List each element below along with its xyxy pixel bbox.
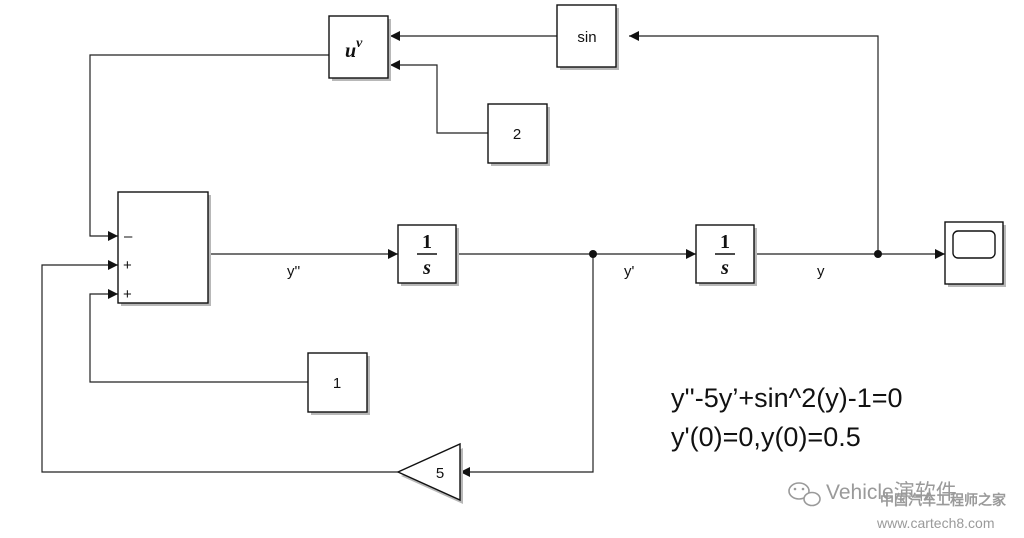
branch-point-yd [589,250,597,258]
scope-screen-icon [952,230,996,259]
wire-y-to-sin[interactable] [629,31,879,254]
constant-1-block[interactable]: 1 [307,352,370,415]
equation-line-2: y'(0)=0,y(0)=0.5 [671,422,861,452]
integrator-1-denominator: s [422,257,431,279]
wechat-logo-icon [788,482,821,507]
constant-2-label: 2 [513,126,521,143]
sin-block[interactable]: sin [556,4,619,70]
svg-text:uv: uv [345,36,363,62]
watermark-line-2: 中国汽车工程师之家 [880,492,1007,508]
watermark-line-1: Vehicle演软件 [826,481,957,504]
sum-sign-minus: – [124,228,133,245]
wire-gain-to-sum[interactable] [41,260,398,473]
gain-block[interactable]: 5 [396,442,463,504]
integrator-1-block[interactable]: 1 s [397,224,459,286]
branch-point-y [874,250,882,258]
integrator-2-block[interactable]: 1 s [695,224,757,286]
scope-block[interactable] [944,221,1006,287]
sum-sign-plus-2: + [123,286,132,303]
sum-block[interactable]: – + + [117,191,211,306]
watermark-line-3: www.cartech8.com [876,515,994,531]
integrator-2-numerator: 1 [720,231,730,253]
sin-block-label: sin [577,29,596,46]
constant-1-label: 1 [333,375,341,392]
wire-yd-to-gain[interactable] [460,254,594,477]
wire-const2-to-pow[interactable] [390,60,488,134]
wire-pow-to-sum[interactable] [89,54,329,241]
integrator-2-denominator: s [720,257,729,279]
integrator-1-numerator: 1 [422,231,432,253]
signal-label-y: y [817,263,825,280]
wire-const1-to-sum[interactable] [89,289,308,383]
signal-lines [41,31,945,477]
gain-label: 5 [436,465,444,482]
math-function-block[interactable]: uv [328,15,391,81]
pow-exponent-text: v [356,36,363,51]
constant-2-block[interactable]: 2 [487,103,550,166]
pow-base-text: u [345,40,356,62]
signal-label-ydd: y'' [287,263,300,280]
equation-line-1: y''-5y’+sin^2(y)-1=0 [671,383,903,413]
sum-sign-plus-1: + [123,257,132,274]
signal-label-yd: y' [624,263,635,280]
watermark: Vehicle演软件 中国汽车工程师之家 www.cartech8.com [788,481,1007,531]
